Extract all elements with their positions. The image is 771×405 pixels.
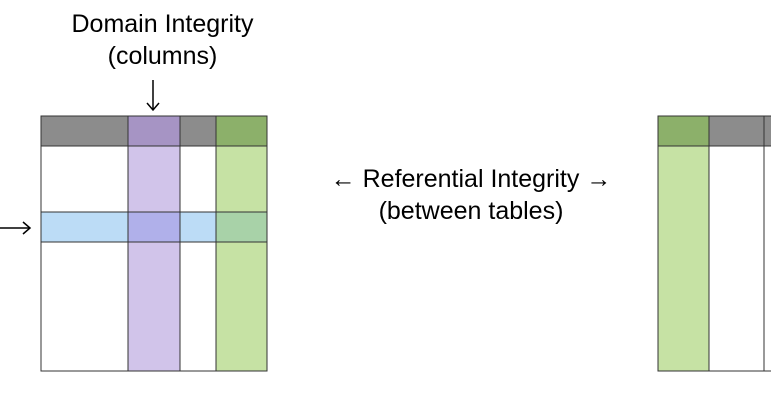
referential-integrity-subtitle: (between tables) bbox=[378, 197, 564, 225]
right-arrow-icon: → bbox=[586, 165, 612, 193]
key-column bbox=[215, 145, 268, 372]
referential-integrity-label: ← Referential Integrity → (between table… bbox=[288, 163, 654, 227]
left-table bbox=[40, 115, 268, 372]
row-arrow-icon bbox=[0, 221, 32, 235]
referential-integrity-title: Referential Integrity bbox=[362, 165, 580, 193]
key-column-header bbox=[215, 115, 268, 147]
domain-integrity-subtitle: (columns) bbox=[107, 42, 218, 70]
right-table bbox=[657, 115, 771, 372]
referential-integrity-title-row: ← Referential Integrity → bbox=[288, 163, 654, 195]
right-key-column-header bbox=[657, 115, 710, 147]
entity-row-key-overlap bbox=[215, 211, 268, 243]
entity-row-domain-overlap bbox=[127, 211, 181, 243]
domain-integrity-label: Domain Integrity (columns) bbox=[40, 8, 285, 72]
domain-column-header bbox=[127, 115, 181, 147]
left-arrow-icon: ← bbox=[330, 165, 356, 193]
right-key-column bbox=[657, 145, 710, 372]
domain-integrity-title: Domain Integrity bbox=[71, 10, 254, 38]
domain-column bbox=[127, 145, 181, 372]
down-arrow-icon bbox=[146, 80, 160, 112]
